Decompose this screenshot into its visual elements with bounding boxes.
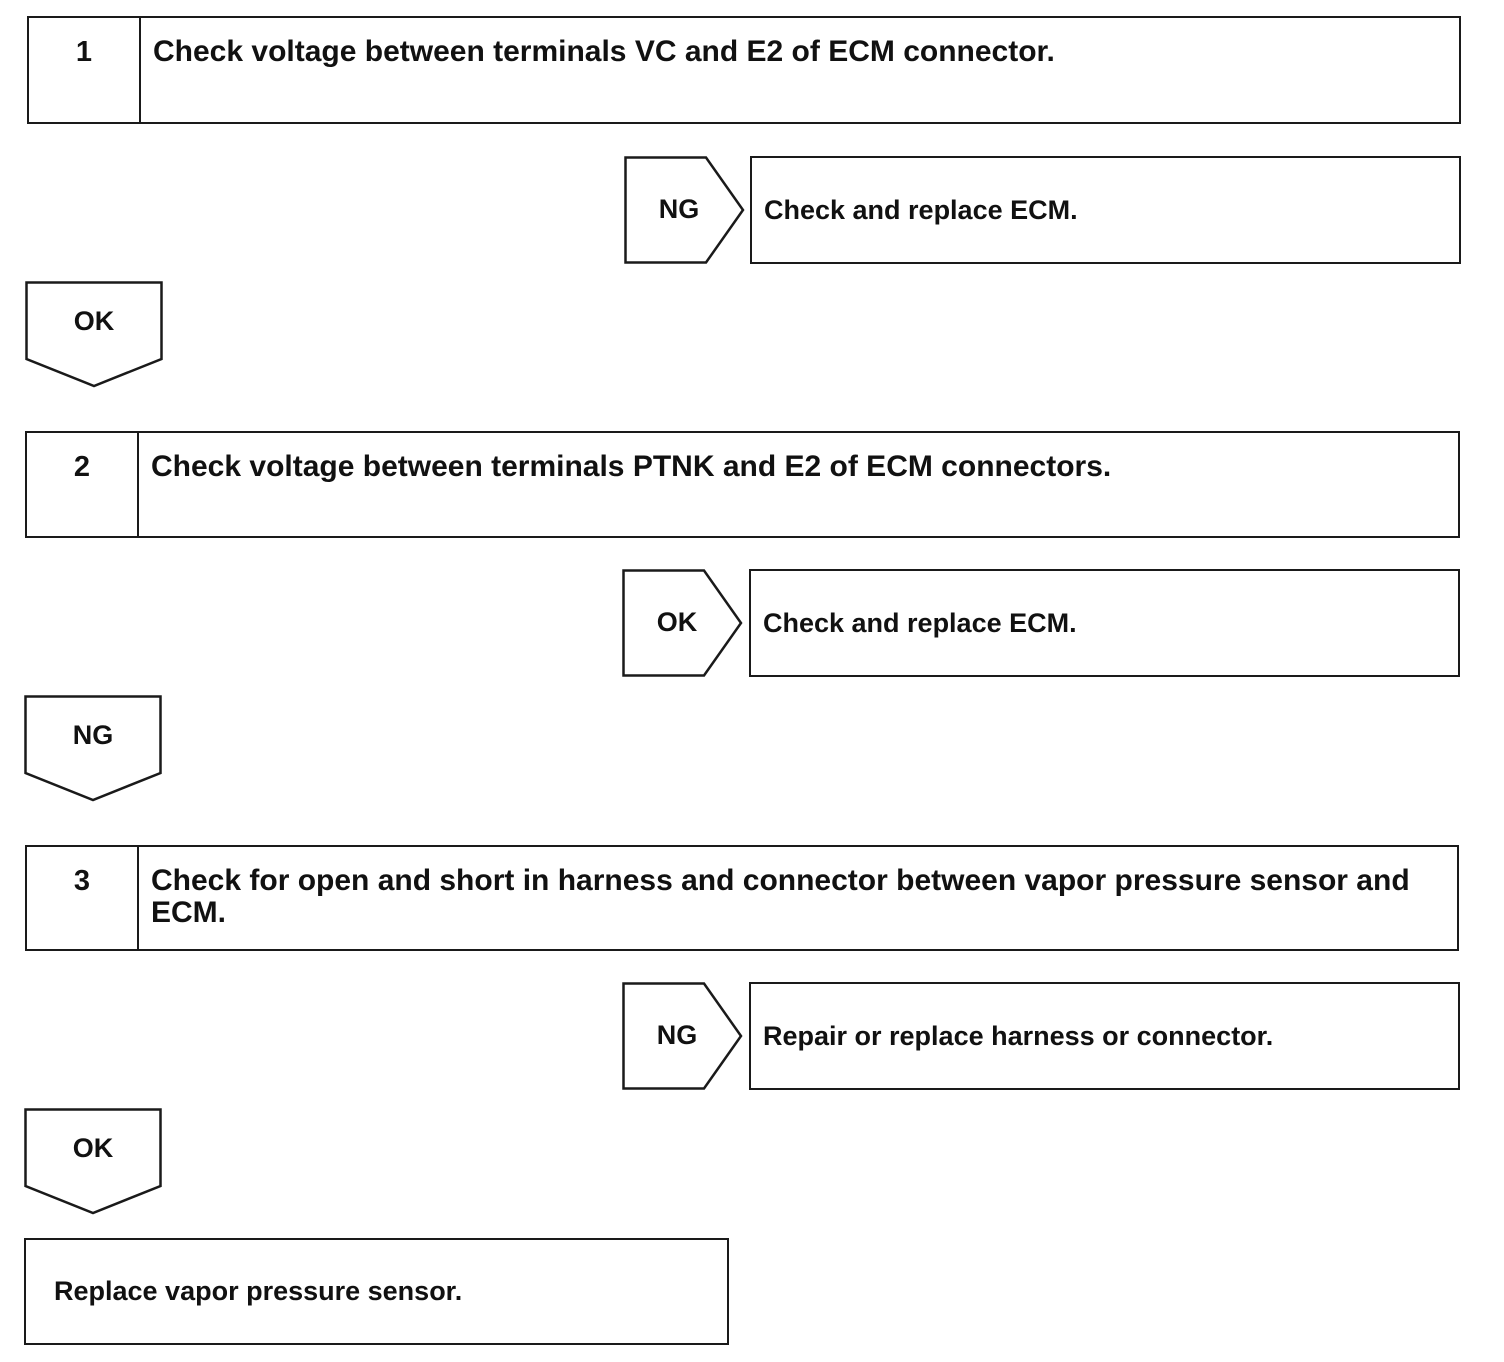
step-2-continue-tag: NG [24,695,162,803]
step-1-number: 1 [29,18,141,122]
down-arrow-tag-shape [24,695,162,802]
step-1-branch-tag: NG [624,156,746,264]
right-arrow-tag-shape [624,156,745,264]
step-1-continue-label: OK [73,306,115,336]
down-arrow-tag-shape [24,1108,162,1215]
down-arrow-tag-shape [25,281,163,388]
step-2-number: 2 [27,433,139,536]
step-2-branch-result: Check and replace ECM. [749,569,1460,677]
step-3-branch-tag: NG [622,982,744,1090]
step-2-text: Check voltage between terminals PTNK and… [151,450,1112,483]
step-2-box: 2 Check voltage between terminals PTNK a… [25,431,1460,538]
step-1-branch-label: NG [658,194,700,224]
step-3-branch-result: Repair or replace harness or connector. [749,982,1460,1090]
step-2-continue-label: NG [72,720,114,750]
step-3-number: 3 [27,847,139,949]
step-3-continue-label: OK [72,1133,114,1163]
step-3-text: Check for open and short in harness and … [151,864,1410,929]
step-1-box: 1 Check voltage between terminals VC and… [27,16,1461,124]
right-arrow-tag-shape [622,569,743,677]
step-3-box: 3 Check for open and short in harness an… [25,845,1459,951]
step-2-branch-tag: OK [622,569,744,677]
right-arrow-tag-shape [622,982,743,1090]
step-2-branch-label: OK [656,607,698,637]
final-action-box: Replace vapor pressure sensor. [24,1238,729,1345]
step-3-branch-label: NG [656,1020,698,1050]
step-1-continue-tag: OK [25,281,163,389]
step-1-branch-result: Check and replace ECM. [750,156,1461,264]
step-3-continue-tag: OK [24,1108,162,1216]
step-1-text: Check voltage between terminals VC and E… [153,35,1055,68]
